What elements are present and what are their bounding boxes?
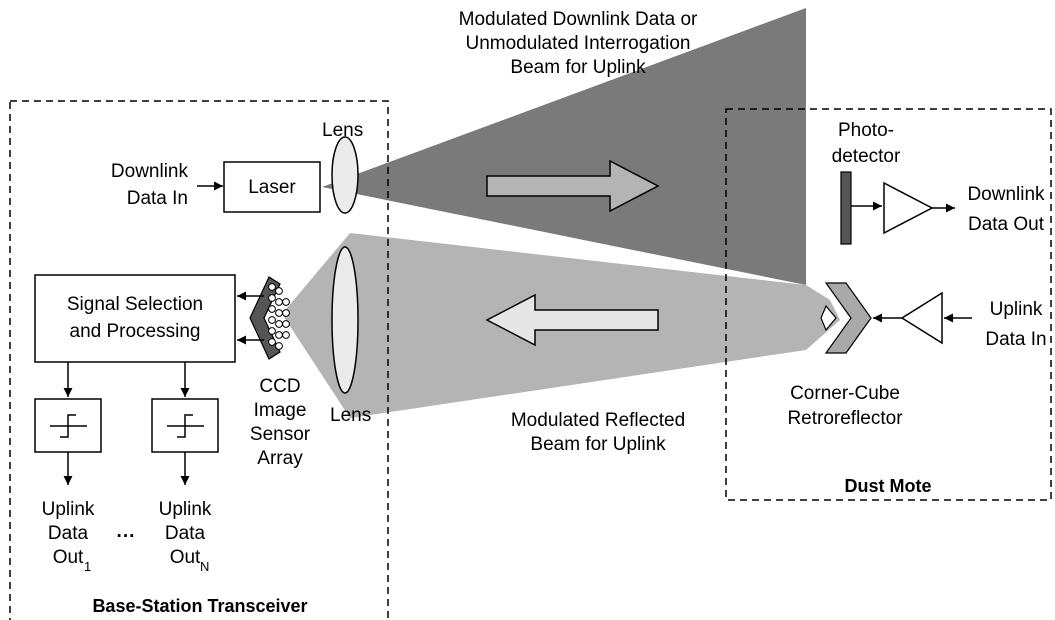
ccd-pixel <box>268 327 276 335</box>
lens-top <box>331 136 359 214</box>
photodetector-label: Photo-detector <box>832 120 901 167</box>
ccd-pixel <box>268 305 276 313</box>
photodetector-icon <box>840 171 852 245</box>
ccd-pixel <box>282 331 290 339</box>
ccd-pixel <box>275 342 283 350</box>
dust-mote-boundary <box>725 108 1052 501</box>
corner-cube-retroreflector-icon <box>820 282 872 354</box>
laser-label: Laser <box>248 177 296 198</box>
lens-top-label: Lens <box>322 120 363 141</box>
ccd-pixel <box>282 298 290 306</box>
ccd-pixel <box>275 320 283 328</box>
ccd-pixel <box>275 331 283 339</box>
lens-bottom <box>331 246 359 394</box>
ccd-pixel <box>275 287 283 295</box>
dust-mote-title: Dust Mote <box>845 476 932 496</box>
ccd-pixel <box>268 338 276 346</box>
uplink-direction-arrow <box>485 293 659 347</box>
downlink-direction-arrow <box>486 159 660 213</box>
signal-processing-box <box>34 274 236 363</box>
laser-box <box>223 161 321 213</box>
ccd-pixel <box>268 316 276 324</box>
uplink-data-out-n-subscript: N <box>200 559 209 574</box>
ccd-pixel <box>275 309 283 317</box>
ccd-pixel <box>282 309 290 317</box>
downlink-amplifier-icon <box>883 181 934 235</box>
threshold-block-1 <box>34 398 102 453</box>
downlink-beam <box>322 8 806 285</box>
base-station-title: Base-Station Transceiver <box>92 596 307 616</box>
ccd-pixel <box>275 298 283 306</box>
threshold-block-n <box>151 398 219 453</box>
uplink-driver-icon <box>900 291 943 345</box>
ccd-sensor-icon <box>249 276 290 360</box>
lens-bottom-label: Lens <box>330 405 371 426</box>
ccd-pixel <box>268 294 276 302</box>
ellipsis: ··· <box>117 526 136 547</box>
base-station-boundary <box>9 100 389 620</box>
uplink-data-out-1-subscript: 1 <box>84 559 91 574</box>
ccd-pixel <box>282 320 290 328</box>
ccd-pixel <box>268 283 276 291</box>
